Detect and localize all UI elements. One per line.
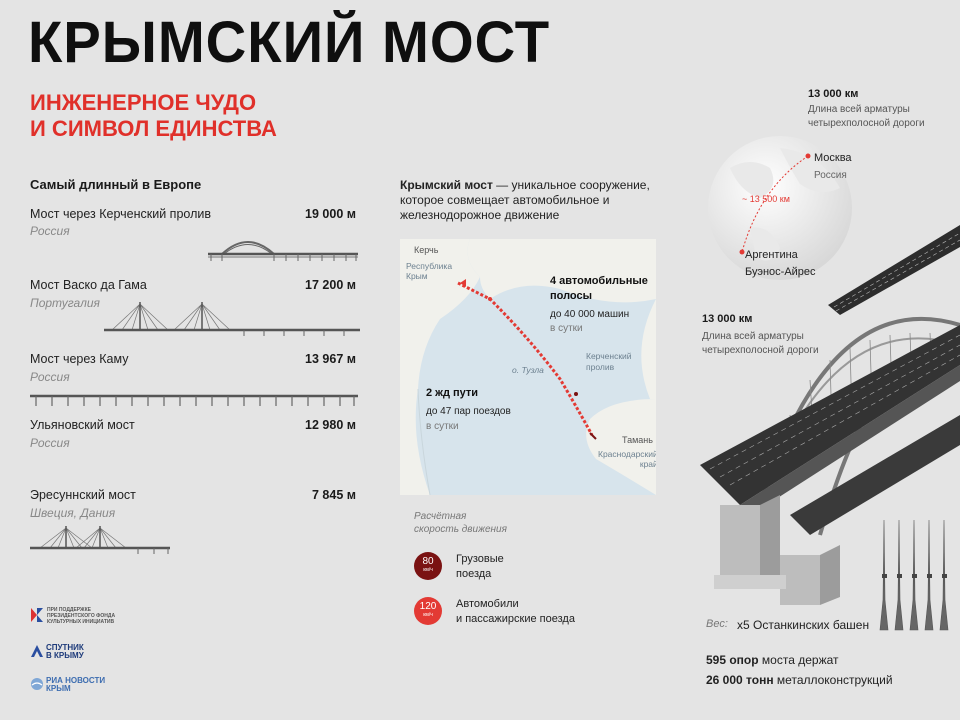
- map-label-taman: Тамань: [622, 435, 653, 445]
- bridge-desc-2: четырехполосной дороги: [702, 345, 819, 356]
- map-rail-note: до 47 пар поездов: [426, 406, 511, 417]
- bridge-country: Россия: [30, 370, 70, 384]
- speed-label-line-1: Автомобили: [456, 598, 519, 610]
- kerch-bridge-icon: [208, 241, 358, 261]
- intro-bold: Крымский мост: [400, 178, 493, 192]
- sputnik-logo-line-1: СПУТНИК: [46, 643, 84, 652]
- bridge-country: Россия: [30, 436, 70, 450]
- city-buenos-aires: Буэнос-Айрес: [745, 266, 816, 278]
- speed-label-line-1: Грузовые: [456, 553, 504, 565]
- city-argentina: Аргентина: [745, 249, 798, 261]
- globe-icon: [708, 136, 852, 280]
- kama-bridge-icon: [30, 394, 358, 406]
- speed-value: 120: [419, 601, 437, 612]
- pfki-logo-icon: [31, 608, 43, 622]
- bridge-name: Ульяновский мост: [30, 418, 135, 432]
- stat-metal: 26 000 тонн металлоконструкций: [706, 673, 893, 687]
- globe-desc-1: Длина всей арматуры: [808, 104, 910, 115]
- stat-supports: 595 опор моста держат: [706, 653, 839, 667]
- speed-value: 80: [422, 556, 434, 567]
- oresund-bridge-icon: [30, 526, 170, 554]
- ranking-heading: Самый длинный в Европе: [30, 177, 202, 192]
- globe-desc-2: четырехполосной дороги: [808, 118, 925, 129]
- map-rail-note-2: в сутки: [426, 421, 459, 432]
- map-label-tuzla: о. Тузла: [512, 365, 544, 375]
- bridge-length: 19 000 м: [305, 207, 356, 221]
- speed-heading: Расчётная скорость движения: [414, 510, 507, 536]
- intro-text: Крымский мост — уникальное сооружение, к…: [400, 178, 670, 223]
- bridge-length: 7 845 м: [311, 488, 356, 502]
- map-label-krasnodar-1: Краснодарский: [598, 449, 656, 459]
- speed-label-line-2: поезда: [456, 568, 492, 580]
- ostankino-towers-icon: [879, 520, 949, 631]
- speed-label-line-2: и пассажирские поезда: [456, 613, 575, 625]
- bridge-length: 17 200 м: [305, 278, 356, 292]
- pfki-logo-text: ПРИ ПОДДЕРЖКЕ ПРЕЗИДЕНТСКОГО ФОНДА КУЛЬТ…: [47, 607, 116, 625]
- speed-badge-120: 120 км/ч: [414, 597, 442, 625]
- weight-value: x5 Останкинских башен: [737, 618, 870, 632]
- bridge-length: 13 967 м: [305, 352, 356, 366]
- speed-heading-2: скорость движения: [414, 524, 507, 535]
- map-label-kerch: Керчь: [414, 245, 439, 255]
- stat-metal-text: металлоконструкций: [773, 673, 893, 687]
- map-road-note: до 40 000 машин: [550, 309, 630, 320]
- globe-desc: Длина всей арматуры четырехполосной доро…: [808, 103, 925, 131]
- intro-rest: — уникальное сооружение, которое совмеща…: [400, 178, 650, 222]
- map-land-shapes: [400, 239, 656, 495]
- bridge-desc: Длина всей арматуры четырехполосной доро…: [702, 330, 819, 358]
- bridge-country: Россия: [30, 224, 70, 238]
- page-title: КРЫМСКИЙ МОСТ: [28, 10, 551, 75]
- speed-heading-1: Расчётная: [414, 511, 467, 522]
- globe-distance: ~ 13 500 км: [742, 194, 790, 204]
- bridge-route-icon: [457, 279, 597, 440]
- bridge-name: Мост через Каму: [30, 352, 129, 366]
- ria-logo-icon: [31, 678, 43, 690]
- page-subtitle: ИНЖЕНЕРНОЕ ЧУДО И СИМВОЛ ЕДИНСТВА: [30, 90, 277, 142]
- speed-label-freight: Грузовые поезда: [456, 552, 504, 582]
- speed-badge-80: 80 км/ч: [414, 552, 442, 580]
- bridge-country: Португалия: [30, 296, 100, 310]
- weight-label: Вес:: [706, 618, 728, 630]
- map-label-strait-1: Керченский: [586, 351, 632, 361]
- bridge-name: Мост через Керченский пролив: [30, 207, 211, 221]
- bridge-name: Мост Васко да Гама: [30, 278, 147, 292]
- map-road-title-1: 4 автомобильные: [550, 275, 648, 287]
- subtitle-line-1: ИНЖЕНЕРНОЕ ЧУДО: [30, 90, 257, 115]
- bridge-name: Эресуннский мост: [30, 488, 136, 502]
- stat-supports-bold: 595 опор: [706, 653, 759, 667]
- stat-supports-text: моста держат: [758, 653, 839, 667]
- ria-logo-line-1: РИА НОВОСТИ: [46, 676, 106, 685]
- map-road-note-2: в сутки: [550, 323, 583, 334]
- sputnik-logo-icon: [31, 645, 43, 657]
- speed-label-passenger: Автомобили и пассажирские поезда: [456, 597, 575, 627]
- city-moscow: Москва: [814, 152, 852, 164]
- map-label-crimea: Республика Крым: [406, 261, 453, 281]
- bridge-illustration: [700, 225, 960, 605]
- map-road-title-2: полосы: [550, 290, 593, 302]
- bridge-length: 12 980 м: [305, 418, 356, 432]
- speed-unit: км/ч: [423, 567, 433, 573]
- map-label-strait-2: пролив: [586, 362, 615, 372]
- city-moscow-country: Россия: [814, 170, 847, 181]
- map-label-krasnodar-2: край: [639, 459, 656, 469]
- sputnik-logo-line-2: В КРЫМУ: [46, 651, 84, 660]
- bridge-country: Швеция, Дания: [30, 506, 116, 520]
- map-rail-title: 2 жд пути: [426, 387, 479, 399]
- strait-map: Керчь Республика Крым 4 автомобильные по…: [400, 239, 656, 495]
- subtitle-line-2: И СИМВОЛ ЕДИНСТВА: [30, 116, 277, 141]
- bridge-desc-1: Длина всей арматуры: [702, 331, 804, 342]
- ria-logo-line-2: КРЫМ: [46, 684, 71, 693]
- bridge-km: 13 000 км: [702, 313, 753, 325]
- stat-metal-bold: 26 000 тонн: [706, 673, 774, 687]
- globe-km: 13 000 км: [808, 88, 859, 100]
- vasco-da-gama-bridge-icon: [104, 302, 360, 336]
- speed-unit: км/ч: [423, 612, 433, 618]
